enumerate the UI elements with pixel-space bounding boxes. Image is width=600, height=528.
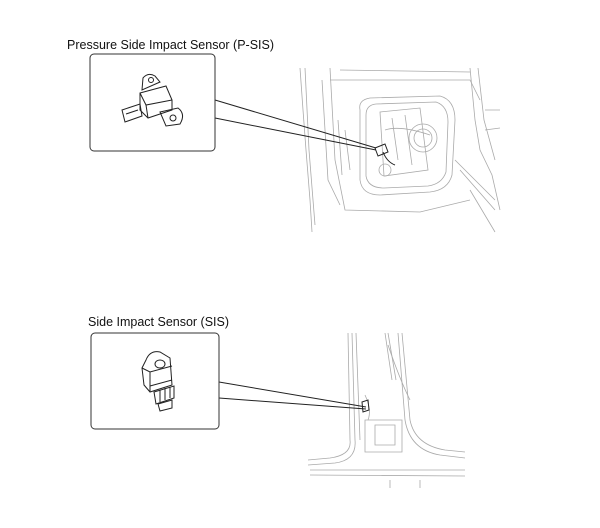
sis-leader-line [218,381,367,410]
sis-sensor-icon [141,351,175,412]
sis-label: Side Impact Sensor (SIS) [88,315,230,329]
psis-sensor-icon [121,73,184,127]
pillar-illustration [307,332,466,488]
psis-leader-line [214,99,377,151]
psis-label: Pressure Side Impact Sensor (P-SIS) [67,38,275,52]
door-illustration [299,67,501,233]
psis-callout-box [89,53,216,152]
sis-callout-box [90,332,220,430]
